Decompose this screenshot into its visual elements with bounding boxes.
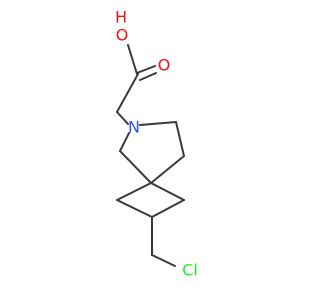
bond-carbonyl-double-lower — [139, 72, 157, 81]
bond-chloromethyl-chlorine — [151, 254, 176, 267]
atom-labels: H O O N Cl — [115, 8, 198, 280]
bonds — [116, 44, 185, 267]
carbonyl-oxygen-label: O — [158, 56, 171, 75]
bond-spiro-ring-top — [150, 182, 185, 201]
bond-spiro-c5 — [119, 150, 152, 184]
bond-ch2-nitrogen — [116, 111, 129, 125]
bond-c5-nitrogen — [119, 132, 130, 152]
structure-diagram: H O O N Cl — [115, 8, 198, 280]
bond-ring-left — [116, 182, 152, 201]
bond-carbonyl-carbon-ch2 — [116, 73, 139, 113]
bond-carbonyl-double-upper — [136, 65, 156, 74]
bond-oh-carbonyl-carbon — [127, 44, 138, 75]
nitrogen-label: N — [128, 118, 140, 137]
hydroxyl-hydrogen-label: H — [115, 8, 127, 27]
bond-ring-right — [151, 199, 185, 218]
bond-ring-bottom-left — [116, 199, 153, 218]
hydroxyl-oxygen-label: O — [116, 26, 129, 45]
bond-c8-spiro — [150, 155, 185, 184]
bond-nitrogen-c7 — [139, 121, 177, 126]
chlorine-label: Cl — [182, 261, 198, 280]
bond-c7-c8 — [175, 121, 185, 157]
